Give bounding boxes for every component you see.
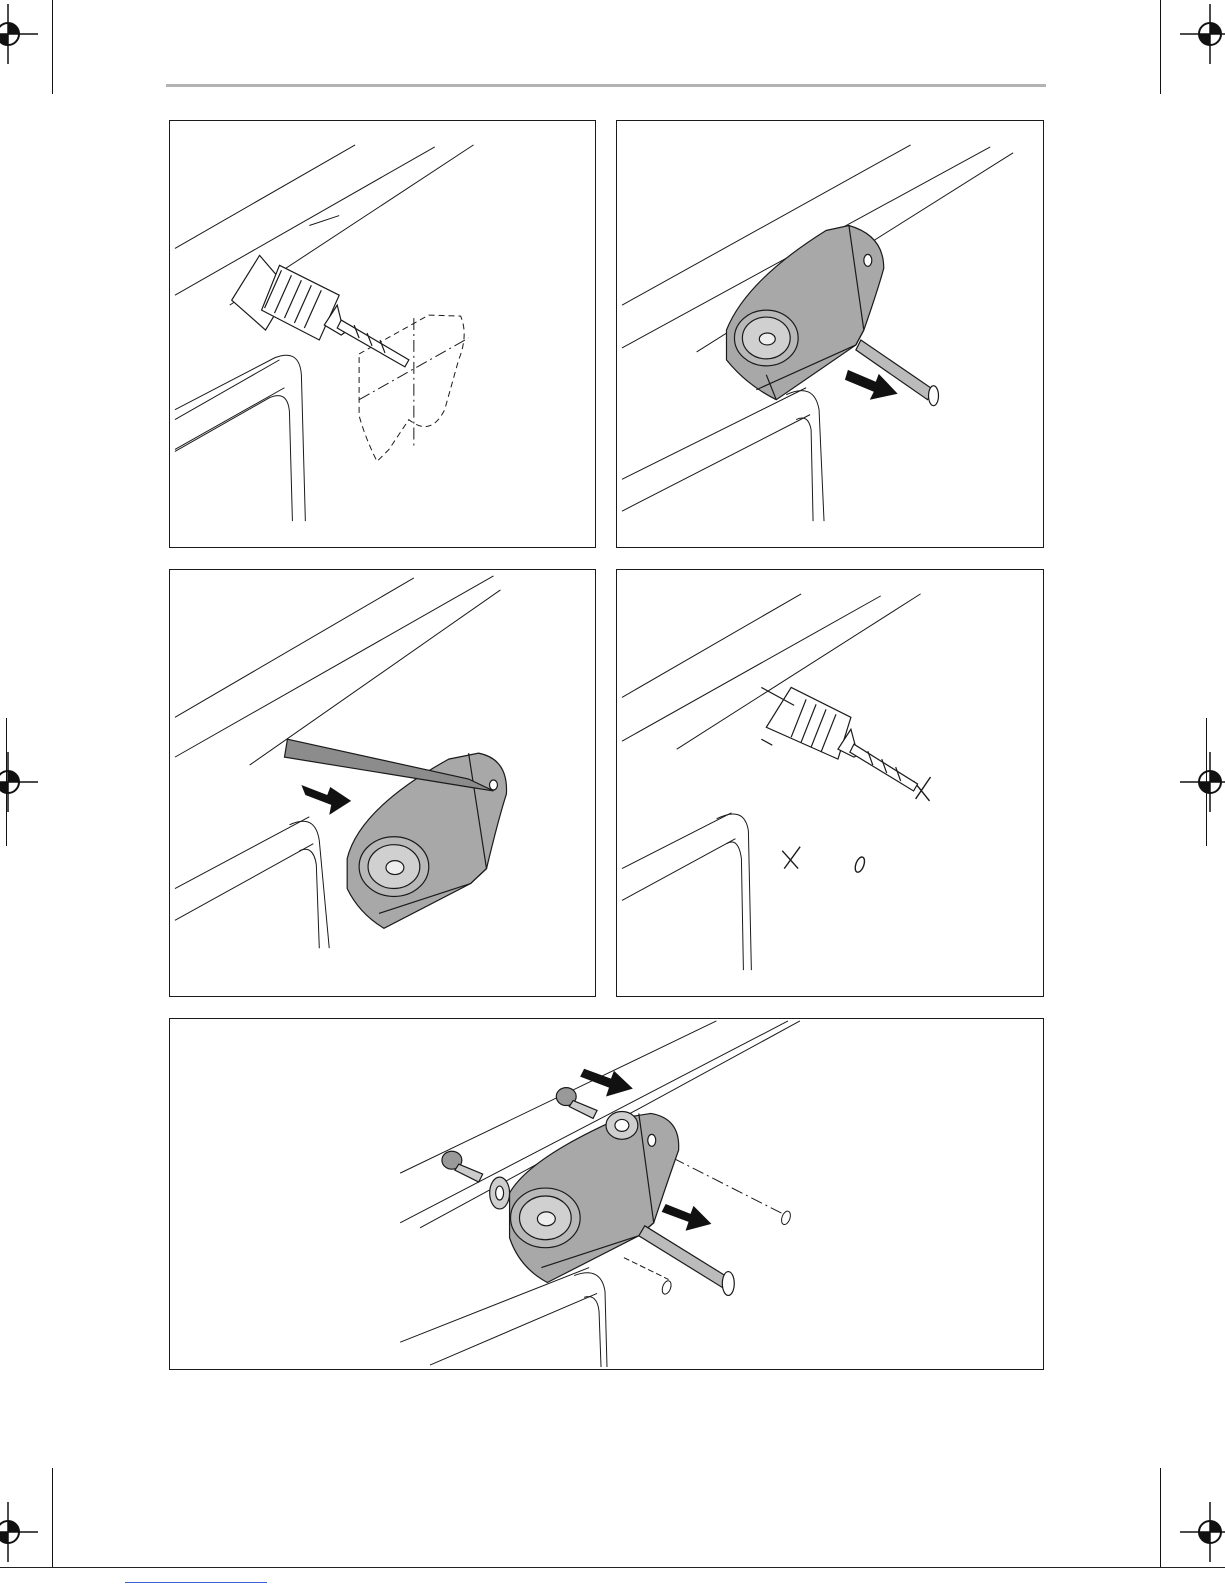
drill-icon bbox=[170, 121, 595, 547]
footer-link-underline bbox=[125, 1582, 267, 1583]
illustration-panel-mark-hole bbox=[169, 569, 596, 997]
crop-mark bbox=[1206, 718, 1207, 846]
illustration-panel-screw-mounting bbox=[169, 1018, 1044, 1370]
registration-mark-top-right bbox=[1180, 4, 1225, 64]
illustration-panel-bracket-cable bbox=[616, 120, 1044, 548]
illustration-panel-drill-marks bbox=[616, 569, 1044, 997]
marker-pen-icon bbox=[170, 570, 595, 996]
registration-mark-top-left bbox=[0, 4, 38, 64]
page-frame-line bbox=[0, 1567, 1225, 1568]
crop-mark bbox=[1160, 0, 1161, 94]
crop-mark bbox=[6, 718, 7, 846]
camera-bracket-icon bbox=[617, 121, 1043, 547]
drill-icon bbox=[617, 570, 1043, 996]
crop-mark bbox=[1160, 1468, 1161, 1568]
illustration-panel-drill-template bbox=[169, 120, 596, 548]
registration-mark-bottom-right bbox=[1180, 1502, 1225, 1562]
registration-mark-bottom-left bbox=[0, 1502, 38, 1562]
registration-mark-mid-right bbox=[1180, 752, 1225, 812]
header-rule bbox=[166, 84, 1046, 87]
crop-mark bbox=[52, 0, 53, 94]
crop-mark bbox=[52, 1468, 53, 1568]
screw-mount-icon bbox=[170, 1019, 1043, 1369]
